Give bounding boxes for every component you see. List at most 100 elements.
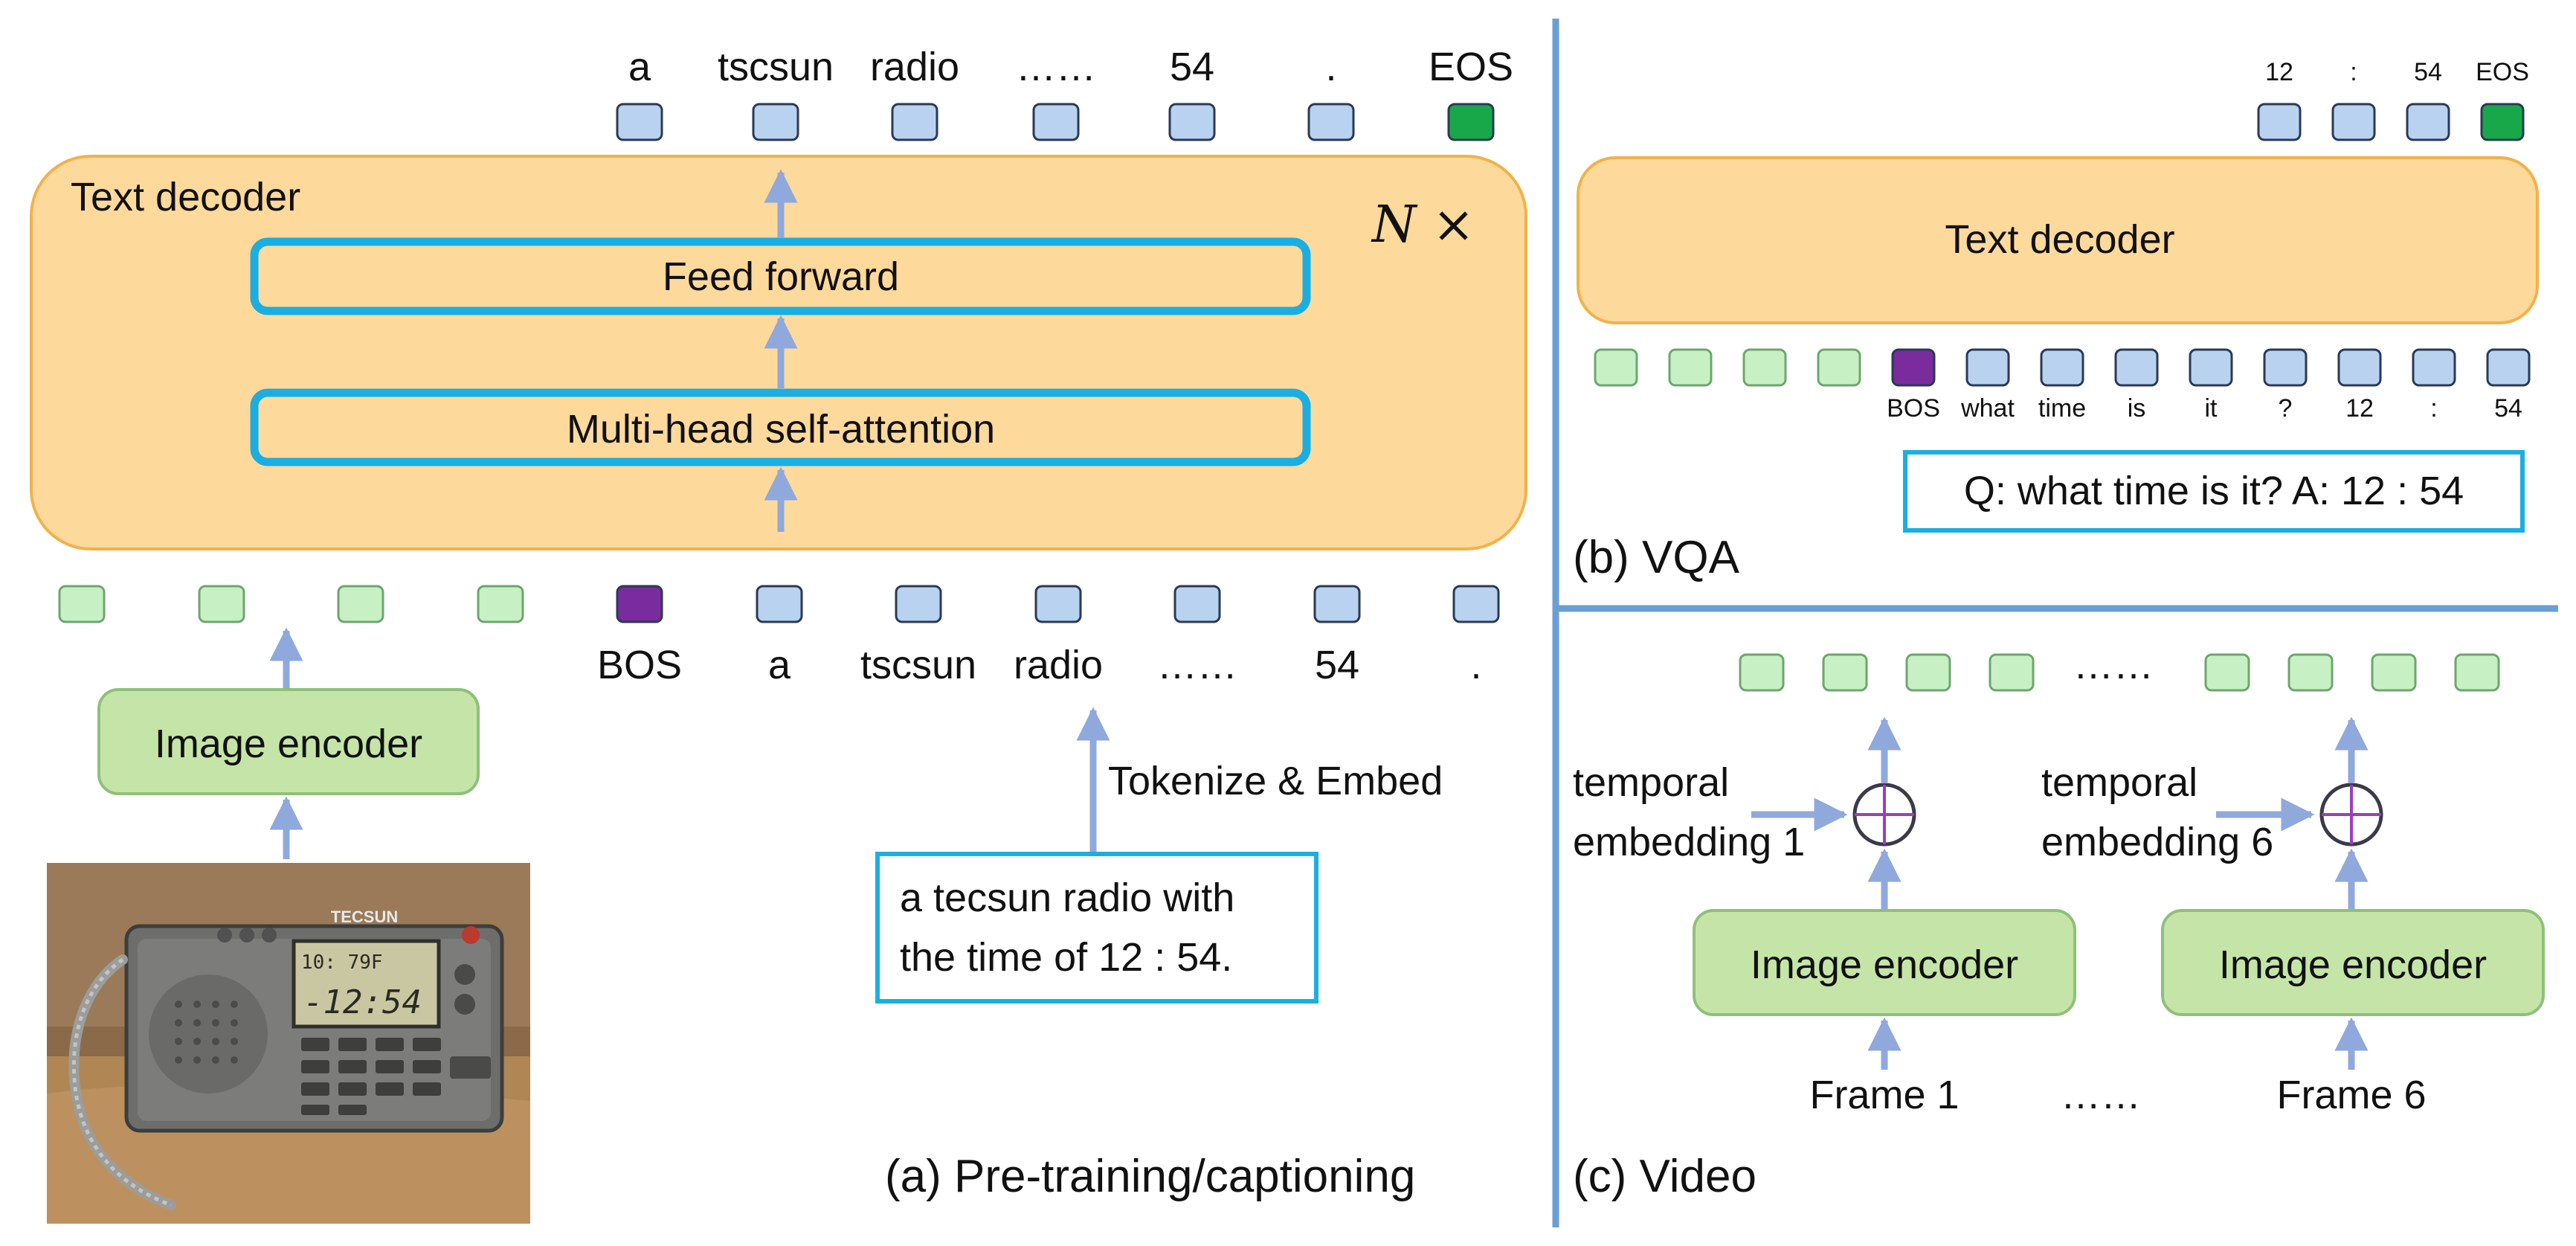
b-input-token: ? [2279, 394, 2293, 423]
a-image-token-box [58, 585, 106, 623]
c-frame-1-label: Frame 1 [1809, 1073, 1959, 1117]
c-add-6-icon [2319, 783, 2383, 847]
b-input-token: 54 [2494, 394, 2522, 423]
a-output-token-box [1307, 103, 1355, 141]
a-input-token: a [768, 643, 791, 687]
c-temporal-1-line-1: temporal [1573, 760, 1729, 805]
a-image-encoder-label: Image encoder [155, 722, 422, 766]
a-attention-box [250, 388, 1311, 466]
b-qa-text: Q: what time is it? A: 12 : 54 [1964, 469, 2464, 513]
c-token-box [2204, 653, 2250, 692]
b-text-token-box [2412, 348, 2456, 387]
c-frame-dots: …… [2061, 1073, 2141, 1117]
b-image-token-box [1668, 348, 1713, 387]
a-output-token-box [752, 103, 799, 141]
radio-brand-text: TECSUN [331, 908, 398, 926]
a-text-token-box [756, 585, 803, 623]
a-tokenize-label: Tokenize & Embed [1108, 759, 1443, 803]
a-text-decoder-title: Text decoder [71, 175, 300, 219]
a-input-token: radio [1014, 643, 1103, 687]
b-panel-label: (b) VQA [1573, 532, 1740, 583]
a-text-token-box [1034, 585, 1082, 623]
panel-video: …… temporal embedding 1 Image encoder Fr… [1573, 643, 2545, 1202]
a-text-token-box [895, 585, 942, 623]
a-output-token: radio [870, 45, 959, 89]
a-input-token: 54 [1315, 643, 1359, 687]
radio-lcd-main: -12:54 [303, 983, 422, 1021]
a-image-token-box [477, 585, 524, 623]
a-input-token: …… [1157, 643, 1237, 687]
b-text-token-box [2486, 348, 2531, 387]
b-bos-token-box [1891, 348, 1936, 387]
a-panel-label: (a) Pre-training/captioning [885, 1151, 1415, 1202]
a-feed-forward-box [250, 237, 1311, 315]
panel-vqa: 12 : 54 EOS Text decoder BOS what time i… [1573, 58, 2539, 583]
b-image-token-box [1817, 348, 1861, 387]
b-qa-box [1903, 450, 2525, 533]
a-output-token-box [1168, 103, 1216, 141]
a-input-token-boxes [58, 585, 1500, 623]
b-input-token: is [2128, 394, 2146, 423]
c-add-1-icon [1852, 783, 1916, 847]
a-bos-token-box [616, 585, 663, 623]
c-token-box [2371, 653, 2417, 692]
b-output-token-box [2406, 103, 2450, 141]
b-output-token: EOS [2476, 58, 2529, 86]
b-input-token: : [2430, 394, 2437, 423]
a-image-token-box [198, 585, 245, 623]
b-output-token: 12 [2265, 58, 2293, 86]
b-text-token-box [2189, 348, 2233, 387]
a-text-token-box [1452, 585, 1500, 623]
a-image-token-box [337, 585, 384, 623]
c-panel-label: (c) Video [1573, 1151, 1756, 1202]
a-eos-token-box [1447, 103, 1495, 141]
c-token-dots: …… [2073, 643, 2154, 687]
c-image-encoder-1-label: Image encoder [1751, 942, 2018, 987]
a-input-token-labels: BOS a tscsun radio …… 54 . [597, 643, 1482, 687]
panel-pretraining: a tscsun radio …… 54 . EOS Text decoder … [30, 45, 1527, 1224]
b-input-token: what [1960, 394, 2015, 423]
a-caption-line-2: the time of 12 : 54. [900, 935, 1232, 980]
b-input-token: 12 [2345, 394, 2374, 423]
b-input-token: it [2205, 394, 2218, 423]
a-feed-forward-label: Feed forward [663, 254, 899, 299]
c-token-box [1822, 653, 1868, 692]
a-repeat-label: N × [1371, 196, 1475, 254]
a-attention-label: Multi-head self-attention [567, 407, 995, 452]
a-output-token: a [628, 45, 651, 89]
b-image-token-box [1594, 348, 1638, 387]
radio-photo: TECSUN 10: 79F -12:54 [47, 863, 530, 1224]
c-temporal-6-line-1: temporal [2041, 760, 2197, 805]
b-input-token: time [2038, 394, 2086, 423]
b-output-token-box [2331, 103, 2376, 141]
a-output-token-boxes [616, 103, 1495, 141]
b-input-token: BOS [1887, 394, 1940, 423]
a-output-token: 54 [1170, 45, 1214, 89]
b-text-token-box [2040, 348, 2084, 387]
c-token-box [1739, 653, 1785, 692]
c-temporal-6-line-2: embedding 6 [2041, 820, 2273, 864]
a-text-token-box [1313, 585, 1361, 623]
b-text-token-box [2337, 348, 2382, 387]
c-token-box [2454, 653, 2500, 692]
c-temporal-1-line-2: embedding 1 [1573, 820, 1805, 864]
c-token-box [2287, 653, 2334, 692]
a-output-token-box [616, 103, 663, 141]
a-output-token: EOS [1429, 45, 1513, 89]
b-eos-token-box [2480, 103, 2525, 141]
a-caption-line-1: a tecsun radio with [900, 876, 1234, 920]
c-frame-6-label: Frame 6 [2276, 1073, 2426, 1117]
radio-lcd-top: 10: 79F [301, 951, 383, 974]
a-output-token-box [1032, 103, 1080, 141]
c-image-encoder-6-label: Image encoder [2219, 942, 2487, 987]
a-text-token-box [1173, 585, 1221, 623]
a-output-token: . [1325, 45, 1336, 89]
a-input-token: BOS [597, 643, 682, 687]
b-output-token: 54 [2414, 58, 2442, 86]
a-input-token: tscsun [860, 643, 976, 687]
c-image-encoder-6-box [2161, 909, 2545, 1016]
b-text-decoder-title: Text decoder [1945, 217, 2174, 262]
c-token-box [1989, 653, 2035, 692]
b-text-token-box [1965, 348, 2010, 387]
